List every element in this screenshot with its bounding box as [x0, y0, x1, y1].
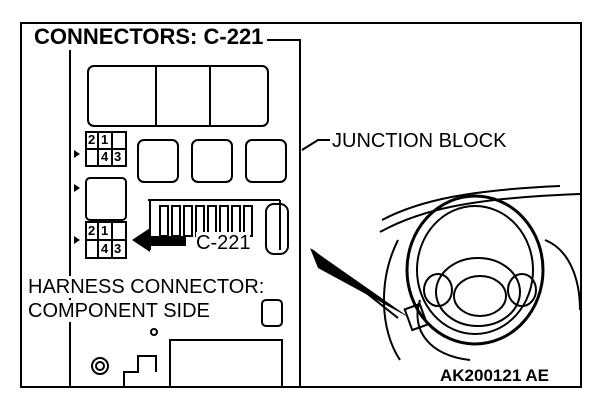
pin-label: 4 [101, 241, 109, 256]
harness-connector-label: HARNESS CONNECTOR: [28, 276, 265, 298]
pin-label: 2 [88, 223, 96, 238]
connector-slot [85, 177, 127, 221]
junction-block-label: JUNCTION BLOCK [332, 130, 507, 152]
steering-wheel-inset [379, 185, 581, 361]
bolt [91, 357, 109, 375]
callout-wedge [310, 248, 410, 318]
pin-block-1 [85, 131, 127, 167]
fuse-slot [137, 139, 179, 183]
pin-label: 2 [88, 132, 96, 147]
fuse-slot [245, 139, 287, 183]
pin-label: 3 [114, 149, 122, 164]
pin-label: 1 [101, 223, 109, 238]
pin-label: 3 [114, 241, 122, 256]
side-slot [265, 203, 289, 255]
pin-label: 4 [101, 149, 109, 164]
component-side-label: COMPONENT SIDE [28, 300, 210, 322]
fuse-slot [191, 139, 233, 183]
relay-panel [87, 65, 269, 127]
junction-leader-line [301, 139, 330, 151]
connector-arrow [132, 228, 186, 252]
pin-block-2 [85, 221, 127, 259]
lower-connector [169, 339, 283, 388]
figure-code: AK200121 AE [440, 366, 549, 385]
pin-label: 1 [101, 132, 109, 147]
diagram-title: CONNECTORS: C-221 [30, 24, 268, 50]
connector-id-label: C-221 [196, 232, 251, 254]
